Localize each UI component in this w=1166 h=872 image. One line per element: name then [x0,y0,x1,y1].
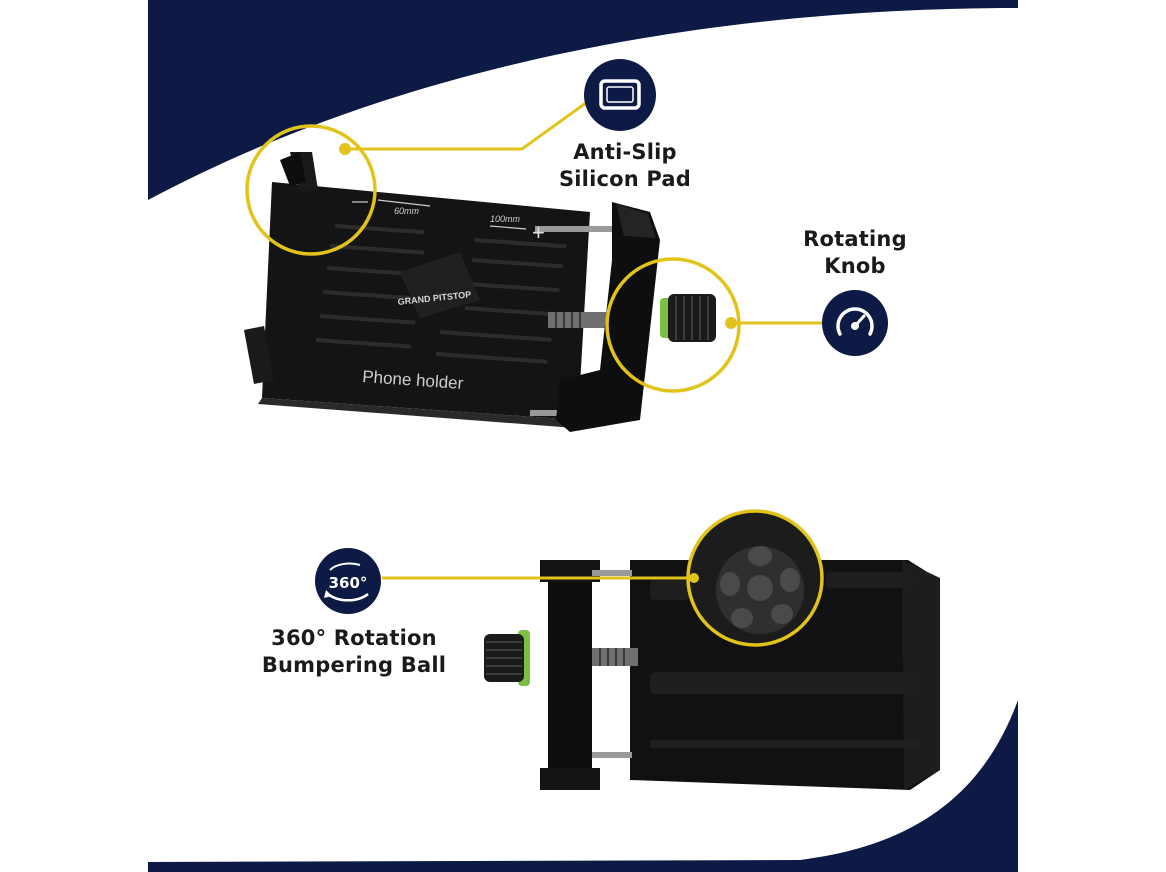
rectangle-pad-icon [584,59,656,131]
rotate-360-icon [315,548,381,614]
phone-holder-top [244,152,716,432]
callout-rotation-ball [382,509,824,647]
rotation-label-line2: Bumpering Ball [261,653,447,677]
phone-holder-bottom [484,560,940,790]
background [148,0,1018,872]
rotating-knob-label-line2: Knob [824,254,886,278]
anti-slip-label: Anti-Slip Silicon Pad [540,139,710,193]
rotation-label: 360° Rotation Bumpering Ball [248,625,460,679]
callout-rotating-knob [605,257,822,393]
anti-slip-label-line2: Silicon Pad [558,167,692,191]
width-arrows [377,199,527,230]
rotating-knob-label-line1: Rotating [803,227,907,251]
anti-slip-highlight-ring [245,124,377,256]
rotation-label-line1: 360° Rotation [271,626,437,650]
minus-sign: — [352,193,368,210]
navy-top-wave [148,0,1018,200]
plus-sign: + [532,220,545,245]
callout-anti-slip [245,98,591,256]
min-width-label: 60mm [394,206,420,216]
rotate-360-icon-text: 360° [329,574,368,592]
gauge-icon [822,290,888,356]
rotating-knob-label: Rotating Knob [790,226,920,280]
knob-highlight-ring [605,257,741,393]
navy-bottom-wave [148,700,1018,872]
anti-slip-label-line1: Anti-Slip [573,140,677,164]
max-width-label: 100mm [490,214,521,224]
